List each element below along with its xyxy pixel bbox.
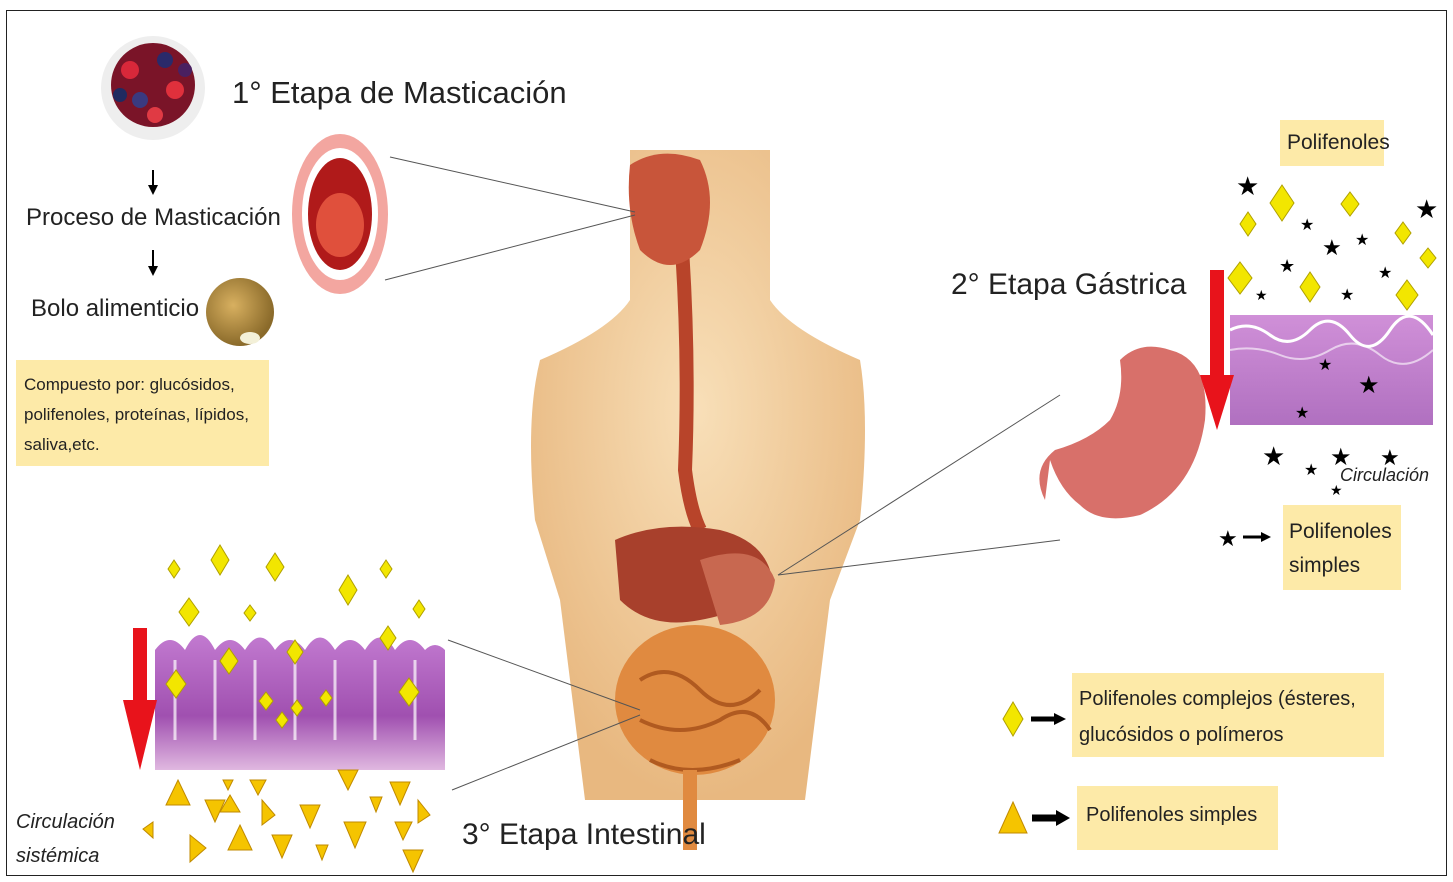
process-label: Proceso de Masticación (26, 204, 281, 232)
bolus-icon (206, 278, 274, 346)
svg-text:★: ★ (1322, 236, 1342, 261)
svg-text:★: ★ (1300, 215, 1314, 234)
svg-text:★: ★ (1304, 460, 1318, 479)
mouth-icon (292, 134, 388, 294)
svg-text:★: ★ (1358, 371, 1380, 399)
svg-text:★: ★ (1378, 263, 1392, 282)
systemic-circulation-label: Circulación sistémica (16, 805, 126, 873)
berries-icon (101, 36, 205, 140)
legend-complex-box: Polifenoles complejos (ésteres, glucósid… (1072, 673, 1384, 757)
svg-text:★: ★ (1262, 442, 1285, 472)
svg-text:★: ★ (1415, 195, 1438, 225)
body-icon (531, 150, 865, 850)
svg-text:★: ★ (1236, 172, 1259, 202)
triangle-icon (143, 770, 430, 872)
svg-text:★: ★ (1318, 355, 1332, 374)
svg-text:★: ★ (1295, 403, 1309, 422)
stage3-title: 3° Etapa Intestinal (462, 818, 706, 852)
simple-polyphenols-box: Polifenoles simples (1283, 505, 1401, 590)
svg-text:★: ★ (1218, 527, 1238, 552)
gastric-circulation-label: Circulación (1340, 465, 1429, 486)
svg-text:★: ★ (1355, 230, 1369, 249)
composition-box: Compuesto por: glucósidos, polifenoles, … (16, 360, 269, 466)
svg-text:★: ★ (1255, 288, 1268, 304)
svg-text:★: ★ (1279, 256, 1295, 277)
stage1-title: 1° Etapa de Masticación (232, 75, 567, 111)
stage2-title: 2° Etapa Gástrica (951, 268, 1186, 302)
polyphenols-box: Polifenoles (1280, 120, 1384, 166)
svg-text:★: ★ (1340, 285, 1354, 304)
stomach-icon (1039, 347, 1205, 519)
bolus-label: Bolo alimenticio (31, 295, 199, 323)
legend-simple-box: Polifenoles simples (1077, 786, 1278, 850)
